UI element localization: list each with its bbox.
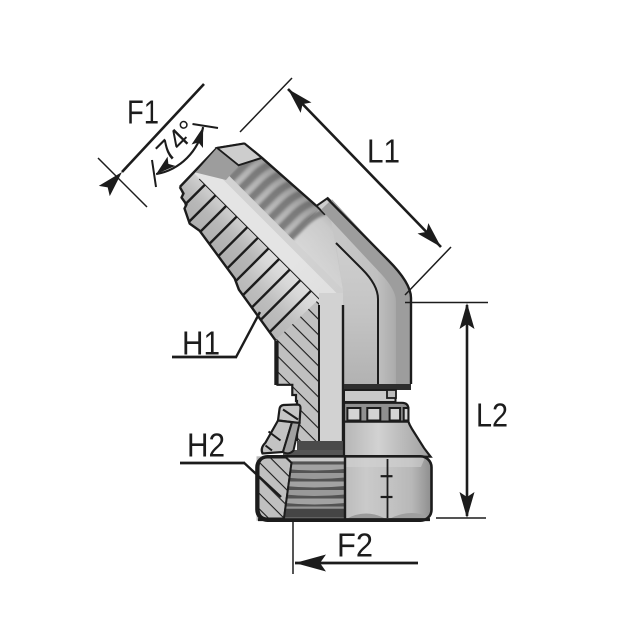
- svg-text:F1: F1: [127, 94, 159, 131]
- svg-text:H2: H2: [187, 427, 225, 464]
- svg-text:L1: L1: [367, 133, 400, 170]
- svg-text:L2: L2: [476, 397, 508, 434]
- svg-text:F2: F2: [337, 527, 373, 564]
- svg-text:H1: H1: [182, 325, 220, 362]
